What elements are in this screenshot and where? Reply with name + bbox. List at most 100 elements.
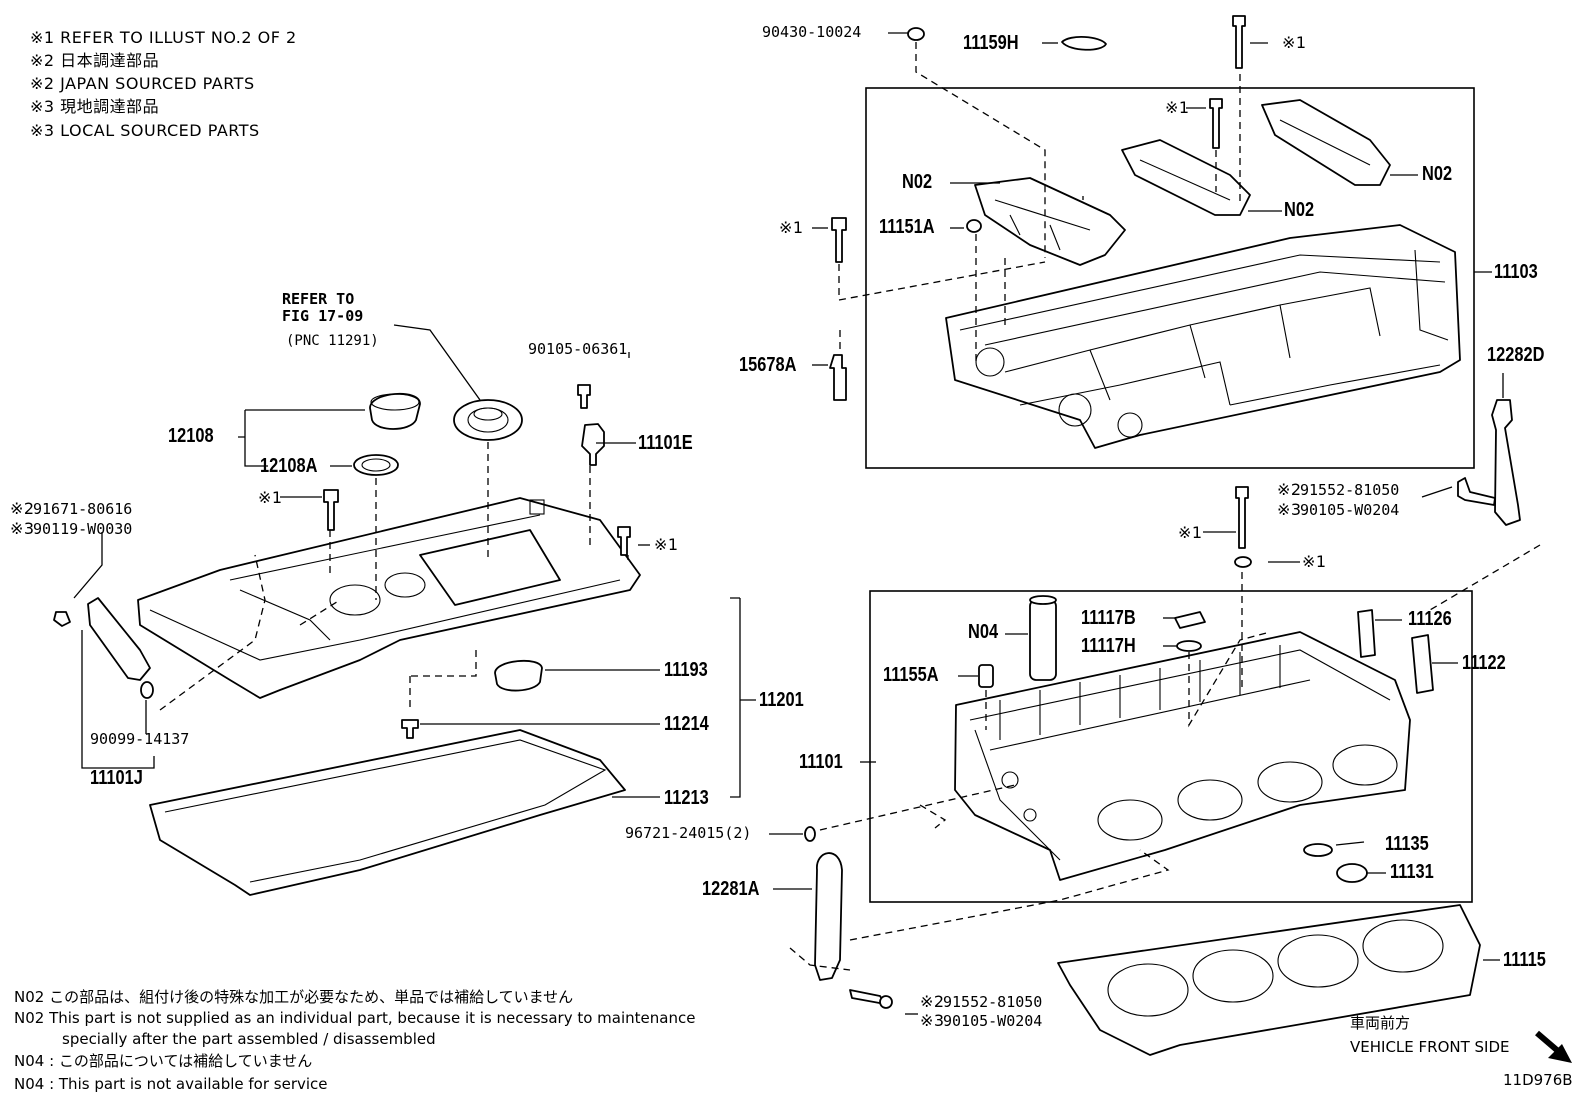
refer-line1: REFER TO <box>282 290 355 308</box>
note-4: ※3 現地調達部品 <box>30 97 160 116</box>
label-91671-80616: 91671-80616 <box>33 500 133 518</box>
mark-2-ocv: ※2 <box>10 499 35 518</box>
label-N02-middle: N02 <box>1284 199 1315 221</box>
direction-en: VEHICLE FRONT SIDE <box>1350 1038 1510 1056</box>
label-11214: 11214 <box>664 713 709 735</box>
o-ring-ocv <box>140 681 154 699</box>
note-3: ※2 JAPAN SOURCED PARTS <box>30 74 255 93</box>
valve-cover-center-pad <box>419 529 561 606</box>
cylinder-head-frame <box>869 590 1473 903</box>
valve-cover-gasket <box>149 729 626 896</box>
label-11117H: 11117H <box>1081 635 1136 657</box>
label-11126: 11126 <box>1408 608 1452 630</box>
seal-11135 <box>1303 843 1333 857</box>
sleeve-N04 <box>1029 599 1057 681</box>
engine-hanger-12281A <box>814 852 843 981</box>
bolt-cover-left <box>323 489 339 531</box>
cam-bearing-cap-left <box>974 177 1126 266</box>
footnote-5: N04 : This part is not available for ser… <box>14 1075 328 1093</box>
label-91552-81050-a: 91552-81050 <box>1300 481 1400 499</box>
label-90105-06361: 90105-06361 <box>528 340 628 358</box>
mark-3-a: ※3 <box>1277 500 1302 519</box>
label-11193: 11193 <box>664 659 708 681</box>
washer <box>1234 556 1252 568</box>
refer-line2: FIG 17-09 <box>282 307 364 325</box>
ring-11117H <box>1176 640 1202 652</box>
bolt-11214 <box>401 719 419 739</box>
cam-position-sensor <box>581 423 605 466</box>
mark-1-washer: ※1 <box>1302 552 1327 571</box>
label-12282D: 12282D <box>1487 344 1545 366</box>
plug-90430 <box>907 27 925 41</box>
note-2: ※2 日本調達部品 <box>30 51 160 70</box>
direction-jp: 車両前方 <box>1350 1014 1411 1032</box>
mark-2-b: ※2 <box>920 992 945 1011</box>
head-gasket <box>1057 904 1481 1056</box>
label-12108: 12108 <box>168 425 214 447</box>
label-11122: 11122 <box>1462 652 1506 674</box>
label-11117B: 11117B <box>1081 607 1136 629</box>
label-11101: 11101 <box>799 751 843 773</box>
label-11103: 11103 <box>1494 261 1538 283</box>
plug-11193 <box>494 659 543 692</box>
dowel-11155A <box>978 664 994 688</box>
bolt-top <box>1232 15 1246 69</box>
label-12281A: 12281A <box>702 878 760 900</box>
mark-1-housing: ※1 <box>779 218 804 237</box>
label-90099-14137: 90099-14137 <box>90 730 190 748</box>
label-12108A: 12108A <box>260 455 318 477</box>
guide-11126 <box>1357 609 1376 658</box>
label-11159H: 11159H <box>963 32 1019 54</box>
mark-1-top: ※1 <box>1282 33 1307 52</box>
mark-3-b: ※3 <box>920 1011 945 1030</box>
bolt-housing <box>831 217 847 263</box>
cam-bearing-cap-middle <box>1121 139 1251 216</box>
camshaft-housing <box>945 224 1461 449</box>
label-11201: 11201 <box>759 689 804 711</box>
filler-cap-gasket <box>353 454 399 476</box>
seal-11117B <box>1174 611 1206 629</box>
mark-2-a: ※2 <box>1277 480 1302 499</box>
label-90105-W0204-a: 90105-W0204 <box>1300 501 1400 519</box>
valve-cover <box>137 497 641 699</box>
label-N02-right: N02 <box>1422 163 1453 185</box>
figure-id: 11D976B <box>1503 1071 1573 1089</box>
footnote-3: specially after the part assembled / dis… <box>62 1030 436 1048</box>
label-90105-W0204-b: 90105-W0204 <box>943 1012 1043 1030</box>
bolt-sensor <box>577 384 591 409</box>
bolt-cam-cap <box>1209 98 1223 149</box>
oil-filler-cap <box>369 392 421 430</box>
label-11151A: 11151A <box>879 216 935 238</box>
seal-11131 <box>1336 863 1368 883</box>
label-N02-left: N02 <box>902 171 933 193</box>
mark-1-cap: ※1 <box>1165 98 1190 117</box>
guide-11122 <box>1411 634 1434 694</box>
label-90119-W0030: 90119-W0030 <box>33 520 133 538</box>
cylinder-head <box>954 631 1411 881</box>
note-5: ※3 LOCAL SOURCED PARTS <box>30 121 260 140</box>
note-1: ※1 REFER TO ILLUST NO.2 OF 2 <box>30 28 297 47</box>
mark-3-ocv: ※3 <box>10 519 35 538</box>
refer-line3: (PNC 11291) <box>286 333 379 349</box>
mark-1-headbolt: ※1 <box>1178 523 1203 542</box>
footnote-4: N04 : この部品については補給していません <box>14 1052 313 1070</box>
oil-control-valve <box>87 597 151 681</box>
footnote-1: N02 この部品は、組付け後の特殊な加工が必要なため、単品では補給していません <box>14 988 574 1006</box>
label-91552-81050-b: 91552-81050 <box>943 993 1043 1011</box>
footnote-2: N02 This part is not supplied as an indi… <box>14 1009 696 1027</box>
seal-11159H <box>1061 36 1107 51</box>
label-11213: 11213 <box>664 787 709 809</box>
label-11101E: 11101E <box>638 432 693 454</box>
label-11135: 11135 <box>1385 833 1429 855</box>
dowel-11151A <box>966 219 982 233</box>
label-11131: 11131 <box>1390 861 1434 883</box>
label-90430-10024: 90430-10024 <box>762 23 862 41</box>
ring-96721 <box>804 826 816 842</box>
plug-15678A <box>829 354 847 401</box>
label-96721-24015: 96721-24015(2) <box>625 824 752 842</box>
engine-hanger-12282D <box>1491 399 1521 526</box>
camshaft-housing-frame <box>865 87 1475 469</box>
bolt-head <box>1235 486 1249 549</box>
